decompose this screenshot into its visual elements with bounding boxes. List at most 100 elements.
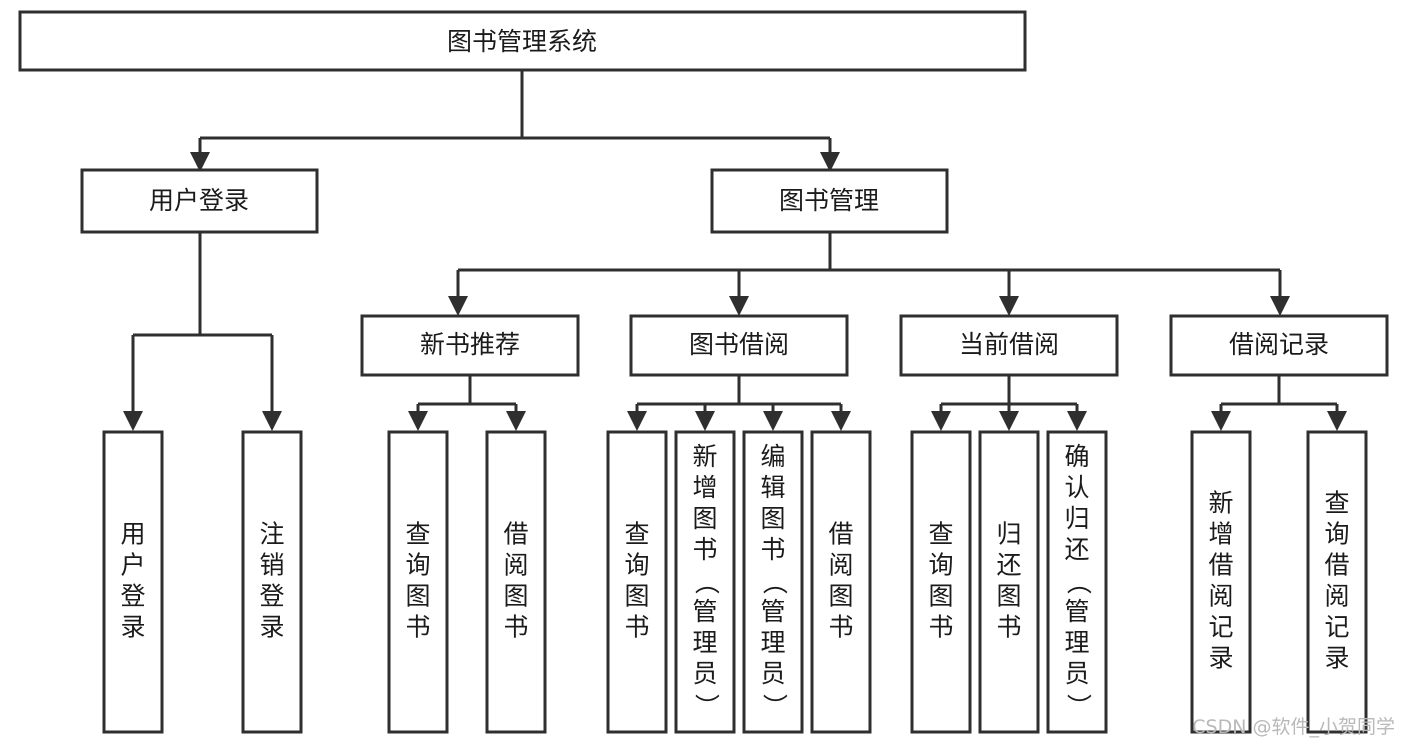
node-current-box[interactable]	[899, 314, 1119, 377]
node-leaf-confirm-return-box[interactable]	[1046, 430, 1108, 734]
node-records[interactable]: 借阅记录	[1169, 314, 1389, 377]
vertical-char: 阅	[1324, 582, 1349, 611]
node-login-box[interactable]	[80, 168, 319, 234]
node-root-label: 图书管理系统	[447, 27, 597, 56]
vertical-char: 登	[259, 582, 284, 611]
arrowhead-leaf-add-book	[695, 411, 715, 431]
arrowhead-leaf-return-book	[999, 411, 1019, 431]
vertical-char: 阅	[828, 551, 853, 580]
vertical-char: 员	[692, 659, 717, 688]
arrowhead-newbook	[448, 296, 468, 316]
vertical-char: 图	[503, 582, 528, 611]
vertical-char: 借	[1324, 551, 1349, 580]
arrowhead-leaf-edit-book	[763, 411, 783, 431]
vertical-char: 阅	[1208, 582, 1233, 611]
vertical-char: 增	[692, 473, 717, 502]
vertical-char: 借	[1208, 551, 1233, 580]
node-records-box[interactable]	[1169, 314, 1389, 377]
vertical-char: 询	[405, 551, 430, 580]
vertical-char: 管	[760, 597, 785, 626]
node-bookmgmt-box[interactable]	[710, 168, 949, 234]
vertical-char: 销	[259, 551, 284, 580]
vertical-char: 归	[996, 520, 1021, 549]
vertical-char: 查	[1324, 489, 1349, 518]
arrowhead-leaf-borrow-book-1	[506, 411, 526, 431]
vertical-char: 员	[760, 659, 785, 688]
node-leaf-user-login-label: 用户登录	[120, 520, 145, 642]
node-leaf-query-book-3-box[interactable]	[910, 430, 972, 734]
arrowhead-leaf-query-book-3	[931, 411, 951, 431]
node-newbook[interactable]: 新书推荐	[360, 314, 580, 377]
vertical-char: 还	[996, 551, 1021, 580]
node-current[interactable]: 当前借阅	[899, 314, 1119, 377]
vertical-char: （	[760, 569, 789, 594]
vertical-char: 图	[405, 582, 430, 611]
node-leaf-query-book-1-box[interactable]	[387, 430, 449, 734]
vertical-char: 书	[760, 535, 785, 564]
node-leaf-query-book-2-box[interactable]	[606, 430, 668, 734]
node-leaf-query-record-box[interactable]	[1306, 430, 1368, 734]
vertical-char: 阅	[503, 551, 528, 580]
node-leaf-user-login-box[interactable]	[102, 430, 164, 734]
vertical-char: 图	[928, 582, 953, 611]
vertical-char: 书	[928, 613, 953, 642]
vertical-char: 书	[996, 613, 1021, 642]
node-leaf-add-book-box[interactable]	[674, 430, 736, 734]
node-leaf-logout-box[interactable]	[241, 430, 303, 734]
vertical-char: 书	[624, 613, 649, 642]
node-bookmgmt[interactable]: 图书管理	[710, 168, 949, 234]
vertical-char: （	[1064, 569, 1093, 594]
vertical-char: 记	[1324, 613, 1349, 642]
node-leaf-user-login[interactable]: 用户登录	[102, 430, 164, 734]
node-borrow-label: 图书借阅	[689, 330, 789, 359]
vertical-char: 记	[1208, 613, 1233, 642]
vertical-char: 询	[928, 551, 953, 580]
vertical-char: 登	[120, 582, 145, 611]
vertical-char: 图	[996, 582, 1021, 611]
node-root-box[interactable]	[18, 10, 1027, 72]
node-bookmgmt-label: 图书管理	[779, 186, 879, 215]
arrowhead-leaf-borrow-book-2	[831, 411, 851, 431]
node-leaf-borrow-book-2-box[interactable]	[810, 430, 872, 734]
node-newbook-label: 新书推荐	[420, 330, 520, 359]
node-newbook-box[interactable]	[360, 314, 580, 377]
node-leaf-return-book-box[interactable]	[978, 430, 1040, 734]
node-borrow-box[interactable]	[629, 314, 849, 377]
vertical-char: 查	[928, 520, 953, 549]
arrowhead-records	[1270, 296, 1290, 316]
node-leaf-edit-book-box[interactable]	[742, 430, 804, 734]
node-login-label: 用户登录	[149, 186, 249, 215]
node-login[interactable]: 用户登录	[80, 168, 319, 234]
vertical-char: 注	[259, 520, 284, 549]
vertical-char: ）	[692, 693, 721, 718]
node-root[interactable]: 图书管理系统	[18, 10, 1027, 72]
node-leaf-add-record-box[interactable]	[1190, 430, 1252, 734]
node-borrow[interactable]: 图书借阅	[629, 314, 849, 377]
vertical-char: 询	[1324, 520, 1349, 549]
arrowhead-leaf-user-login	[123, 411, 143, 431]
vertical-char: 管	[692, 597, 717, 626]
node-leaf-borrow-book-1-box[interactable]	[485, 430, 547, 734]
vertical-char: 书	[503, 613, 528, 642]
